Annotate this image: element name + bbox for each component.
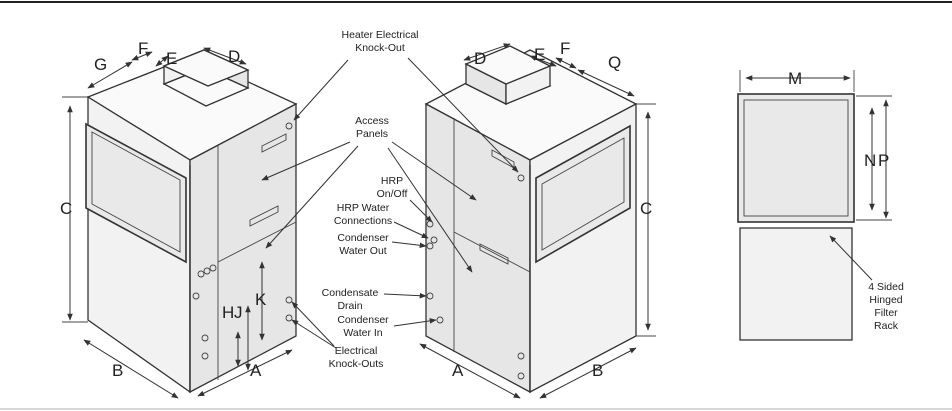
- callout-heater-1: Heater Electrical: [341, 29, 418, 41]
- callout-heater-2: Knock-Out: [355, 42, 405, 54]
- callout-cond-in-1: Condenser: [337, 314, 389, 326]
- left-dim-k: K: [255, 290, 267, 309]
- rack-dim-p: P: [878, 151, 889, 170]
- left-dim-e: E: [166, 49, 177, 68]
- right-dim-e: E: [534, 45, 545, 64]
- left-dim-h: H: [222, 303, 234, 322]
- right-unit-dimensions: C A B D E F Q: [419, 39, 656, 399]
- right-dim-c: C: [640, 199, 652, 218]
- callout-hrp-onoff-2: On/Off: [377, 188, 408, 200]
- right-dim-q: Q: [608, 53, 621, 72]
- callout-rack-1: 4 Sided: [868, 281, 904, 293]
- right-unit: [424, 45, 638, 394]
- right-dim-a: A: [452, 361, 464, 380]
- callout-condensate-1: Condensate: [322, 287, 379, 299]
- callout-cond-out-1: Condenser: [337, 232, 389, 244]
- left-unit: [85, 48, 298, 394]
- left-dim-a: A: [250, 361, 262, 380]
- right-dim-b: B: [592, 361, 603, 380]
- left-dim-j: J: [234, 303, 243, 322]
- callout-access-2: Panels: [356, 128, 388, 140]
- left-dim-f: F: [138, 39, 148, 58]
- left-dim-c: C: [60, 199, 72, 218]
- callout-rack-4: Rack: [874, 320, 899, 332]
- filter-rack: M N P: [737, 69, 892, 341]
- right-dim-f: F: [560, 39, 570, 58]
- right-dim-d: D: [474, 49, 486, 68]
- callout-elec-ko-1: Electrical: [335, 345, 378, 357]
- right-unit-grille: [535, 124, 631, 264]
- callout-rack-3: Filter: [874, 307, 898, 319]
- left-unit-dimensions: C B A G F E D H J K: [60, 39, 293, 399]
- callout-hrp-onoff-1: HRP: [381, 175, 403, 187]
- callout-cond-in-2: Water In: [343, 327, 382, 339]
- callout-hrp-water-1: HRP Water: [337, 202, 390, 214]
- left-dim-g: G: [94, 55, 107, 74]
- rack-dim-n: N: [864, 151, 876, 170]
- callout-labels: Heater Electrical Knock-Out Access Panel…: [261, 29, 904, 370]
- left-unit-grille: [85, 122, 187, 264]
- callout-cond-out-2: Water Out: [339, 245, 387, 257]
- callout-elec-ko-2: Knock-Outs: [329, 358, 384, 370]
- callout-rack-2: Hinged: [869, 294, 902, 306]
- callout-hrp-water-2: Connections: [334, 215, 392, 227]
- callout-condensate-2: Drain: [337, 300, 362, 312]
- left-dim-d: D: [228, 47, 240, 66]
- callout-access-1: Access: [355, 115, 389, 127]
- left-dim-b: B: [112, 361, 123, 380]
- rack-dim-m: M: [788, 69, 802, 88]
